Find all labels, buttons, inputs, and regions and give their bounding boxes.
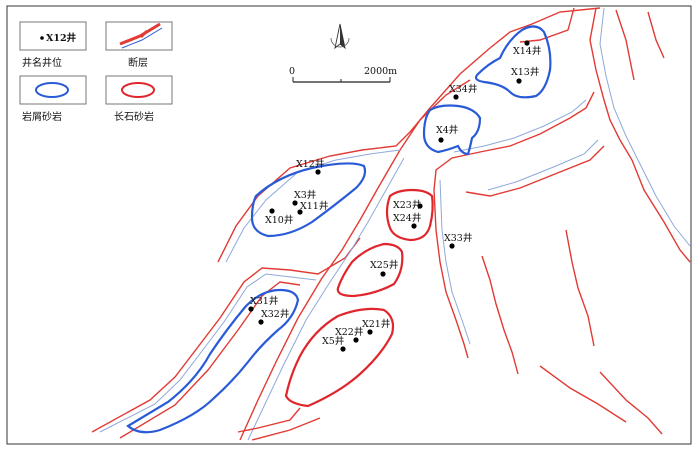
svg-text:X12井: X12井 xyxy=(296,158,324,170)
channel-boundary xyxy=(433,91,595,191)
svg-text:X33井: X33井 xyxy=(444,232,472,244)
map-frame xyxy=(6,5,692,445)
legend-box-lithic xyxy=(19,75,87,105)
channel-boundary xyxy=(119,281,301,439)
well-x10: X10井 xyxy=(265,208,293,226)
well-x22: X22井 xyxy=(335,326,363,343)
well-x32: X32井 xyxy=(258,308,289,325)
svg-text:X34井: X34井 xyxy=(449,83,477,95)
lithic-body-x12 xyxy=(250,162,367,238)
svg-text:X32井: X32井 xyxy=(261,308,289,320)
svg-text:X11井: X11井 xyxy=(300,200,328,212)
svg-text:X10井: X10井 xyxy=(265,214,293,226)
svg-text:X21井: X21井 xyxy=(362,318,390,330)
well-x12: X12井 xyxy=(296,158,324,175)
well-x3: X3井 xyxy=(292,189,316,206)
svg-text:X25井: X25井 xyxy=(370,259,398,271)
scale-end: 2000m xyxy=(364,66,397,77)
svg-text:X22井: X22井 xyxy=(335,326,363,338)
legend-box-feldspar xyxy=(105,75,173,105)
legend-box-well xyxy=(19,21,87,51)
channel-boundary xyxy=(565,229,595,347)
channel-boundary xyxy=(519,7,575,43)
channel-boundary xyxy=(237,407,301,433)
scale-bar: 0 2000m xyxy=(289,66,397,83)
well-x4: X4井 xyxy=(436,124,458,143)
channel-boundary xyxy=(647,11,665,59)
svg-text:X3井: X3井 xyxy=(294,189,316,201)
feldspar-body-x23 xyxy=(385,188,434,242)
scale-start: 0 xyxy=(289,66,295,77)
channel-boundary-edge xyxy=(599,7,691,247)
feldspar-body-x25 xyxy=(336,242,404,298)
channel-boundary xyxy=(599,371,663,435)
channel-boundary xyxy=(91,237,361,433)
well-x34: X34井 xyxy=(449,83,477,100)
wells: X14井 X13井 X34井 X4井 X12井 X3井 X11井 X10井 X2… xyxy=(248,40,541,352)
channel-boundary-edge xyxy=(247,157,405,441)
svg-text:X31井: X31井 xyxy=(250,295,278,307)
well-x5: X5井 xyxy=(322,335,346,352)
well-x25: X25井 xyxy=(370,259,398,277)
feldspar-body-x22 xyxy=(284,307,395,408)
svg-text:X24井: X24井 xyxy=(393,212,421,224)
well-x14: X14井 xyxy=(513,40,541,57)
well-x24: X24井 xyxy=(393,212,421,229)
lithic-body-x4 xyxy=(422,104,482,156)
svg-text:X5井: X5井 xyxy=(322,335,344,347)
legend: X12井 井名井位 断层 岩屑砂岩 长石砂岩 xyxy=(19,21,173,123)
svg-text:X14井: X14井 xyxy=(513,45,541,57)
legend-label-well: 井名井位 xyxy=(22,56,62,69)
lithic-body-x31 xyxy=(126,288,300,434)
legend-label-feldspar: 长石砂岩 xyxy=(114,110,154,123)
well-x33: X33井 xyxy=(444,232,472,249)
well-x23: X23井 xyxy=(393,199,423,211)
channel-boundary-edge xyxy=(453,99,587,153)
well-x21: X21井 xyxy=(362,318,390,335)
legend-label-fault: 断层 xyxy=(128,56,148,69)
channel-boundary xyxy=(251,417,321,441)
svg-text:X23井: X23井 xyxy=(393,199,421,211)
well-x13: X13井 xyxy=(511,66,539,84)
channel-boundary xyxy=(539,365,627,423)
lithic-sandstone-bodies xyxy=(126,25,552,434)
channel-boundary xyxy=(615,9,635,81)
svg-text:X13井: X13井 xyxy=(511,66,539,78)
channel-boundary-edge xyxy=(487,139,599,191)
north-arrow xyxy=(330,23,350,50)
feldspar-sandstone-bodies xyxy=(284,188,434,408)
channel-boundary xyxy=(481,255,519,375)
lithic-body-x14-x13 xyxy=(474,25,552,99)
legend-well-sample: X12井 xyxy=(46,32,77,44)
channel-boundary-edge xyxy=(439,179,471,345)
legend-label-lithic: 岩屑砂岩 xyxy=(22,110,62,123)
well-x31: X31井 xyxy=(248,295,278,312)
channel-boundary xyxy=(589,7,691,263)
well-x11: X11井 xyxy=(297,200,328,215)
channel-boundary xyxy=(433,189,469,359)
channel-boundary-edge xyxy=(99,273,317,433)
channel-boundary xyxy=(465,145,605,197)
svg-text:X4井: X4井 xyxy=(436,124,458,136)
